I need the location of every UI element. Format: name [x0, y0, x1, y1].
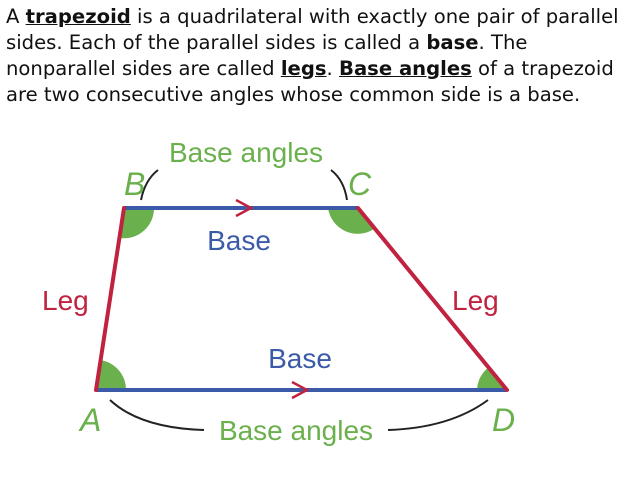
term-base-angles: Base angles — [339, 57, 472, 80]
bottom-base-angles-label: Base angles — [219, 415, 373, 446]
top-base-label: Base — [207, 225, 271, 256]
bottom-base-label: Base — [268, 343, 332, 374]
left-leg-label: Leg — [42, 285, 89, 316]
bottom-bracket-left — [109, 399, 205, 431]
right-leg-line — [356, 206, 509, 392]
vertex-a-label: A — [78, 402, 101, 438]
term-legs: legs — [280, 57, 327, 80]
def-part-4: . — [326, 57, 340, 80]
right-leg-label: Leg — [452, 285, 499, 316]
top-base-angles-label: Base angles — [169, 137, 323, 168]
vertex-d-label: D — [492, 402, 515, 438]
definition-text: A trapezoid is a quadrilateral with exac… — [6, 4, 626, 108]
def-part-5: of a trapezoid are two consecutive angle… — [6, 57, 614, 106]
top-parallel-arrow — [235, 198, 254, 218]
angle-b-wedge — [120, 208, 155, 239]
term-trapezoid: trapezoid — [25, 5, 131, 28]
top-bracket-right — [330, 169, 348, 201]
def-part-2: is a quadrilateral with exactly one pair… — [6, 5, 619, 54]
def-part-3: . The nonparallel sides are called — [6, 31, 528, 80]
left-leg-line — [94, 206, 126, 392]
vertex-c-label: C — [348, 166, 372, 202]
def-part-1: A — [6, 5, 26, 28]
angle-a-wedge — [96, 360, 127, 390]
term-base: base — [426, 31, 479, 54]
bottom-parallel-arrow — [291, 380, 310, 400]
angle-d-wedge — [477, 367, 507, 390]
top-bracket-left — [140, 169, 159, 201]
vertex-b-label: B — [124, 166, 145, 202]
bottom-bracket-right — [387, 399, 489, 431]
